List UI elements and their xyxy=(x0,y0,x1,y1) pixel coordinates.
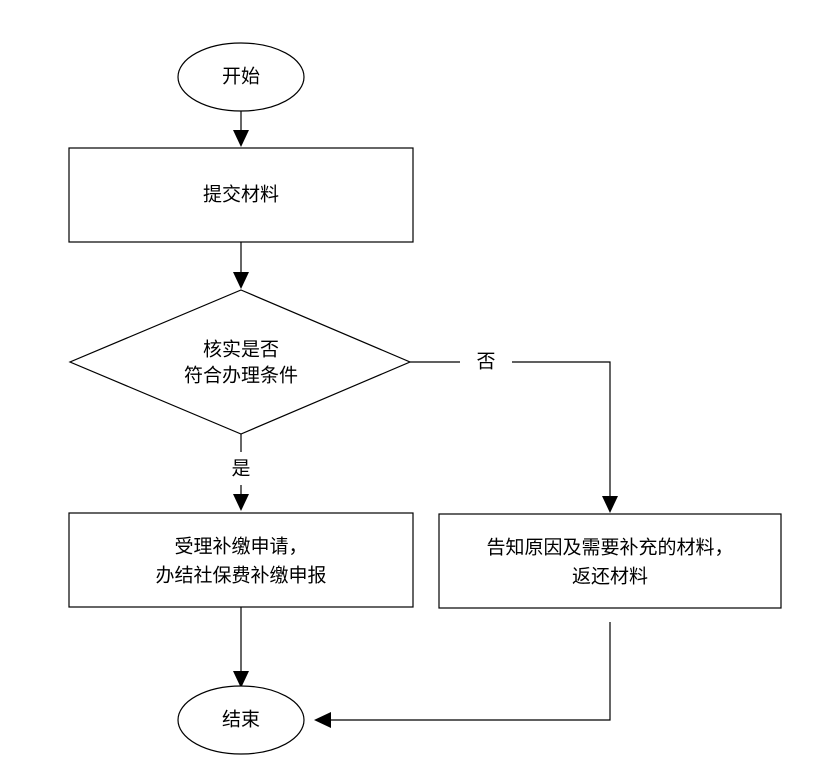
decision-diamond xyxy=(68,289,412,435)
edge-no-right xyxy=(512,361,611,496)
submit-materials-box xyxy=(68,147,414,243)
accept-application-box xyxy=(68,512,414,608)
reject-label-line1: 告知原因及需要补充的材料， xyxy=(486,537,733,559)
accept-label-line2: 办结社保费补缴申报 xyxy=(155,565,326,587)
start-label: 开始 xyxy=(222,66,260,88)
end-label: 结束 xyxy=(222,709,260,731)
arrowhead-start-to-submit xyxy=(233,130,249,147)
arrowhead-yes xyxy=(233,494,249,511)
accept-label-line1: 受理补缴申请， xyxy=(174,536,307,558)
yes-label: 是 xyxy=(231,458,250,480)
decision-label-line1: 核实是否 xyxy=(203,339,279,361)
arrowhead-no xyxy=(602,496,618,513)
no-label: 否 xyxy=(476,351,495,373)
reject-label-line2: 返还材料 xyxy=(572,566,648,588)
return-materials-box xyxy=(438,513,782,609)
decision-label-line2: 符合办理条件 xyxy=(184,365,298,387)
submit-materials-label: 提交材料 xyxy=(203,184,279,206)
arrowhead-accept-to-end xyxy=(233,671,249,688)
edge-reject-to-end xyxy=(331,622,611,721)
end-node xyxy=(177,685,305,755)
arrowhead-submit-to-decision xyxy=(233,272,249,289)
arrowhead-reject-to-end xyxy=(314,712,331,728)
